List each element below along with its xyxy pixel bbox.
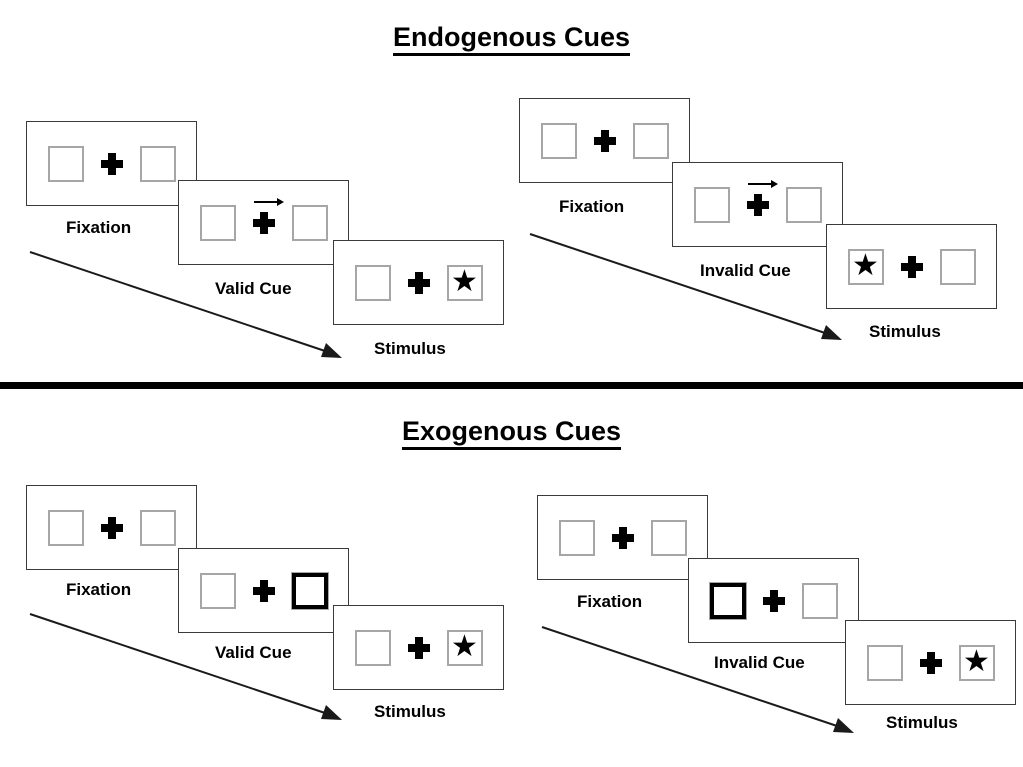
stimulus-box-left: [199, 204, 236, 241]
right-arrow-cue-icon: [747, 179, 778, 188]
stimulus-box-right-cued: [291, 572, 328, 609]
stimulus-box-right-target: ★: [446, 629, 483, 666]
section-divider: [0, 382, 1023, 389]
caption-exogenous-invalid-fixation: Fixation: [577, 592, 643, 611]
timeline-arrow-icon-endogenous-invalid: [529, 233, 842, 340]
caption-endogenous-invalid-cue: Invalid Cue: [700, 261, 791, 280]
caption-endogenous-invalid-stimulus: Stimulus: [869, 322, 941, 341]
cue-center-group: [746, 179, 778, 216]
star-icon: ★: [451, 264, 478, 298]
frame-exogenous-invalid-cue: [688, 558, 859, 643]
stimulus-box-right: [650, 519, 687, 556]
stimulus-box-right: [139, 509, 176, 546]
stimulus-box-left-cued: [709, 582, 746, 619]
stimulus-box-left: [540, 122, 577, 159]
frame-exogenous-invalid-stimulus: ★: [845, 620, 1016, 705]
fixation-cross-icon: [919, 651, 942, 674]
stimulus-box-left: [47, 509, 84, 546]
stimulus-box-right-target: ★: [958, 644, 995, 681]
stimulus-box-left: [354, 264, 391, 301]
caption-endogenous-invalid-fixation: Fixation: [559, 197, 625, 216]
stimulus-box-right-target: ★: [446, 264, 483, 301]
section-title-endogenous: Endogenous Cues: [0, 22, 1023, 56]
frame-endogenous-invalid-stimulus: ★: [826, 224, 997, 309]
fixation-cross-icon: [100, 516, 123, 539]
caption-endogenous-valid-stimulus: Stimulus: [374, 339, 446, 358]
timeline-arrow-icon-endogenous-valid: [29, 251, 342, 358]
section-title-exogenous-text: Exogenous Cues: [401, 416, 622, 450]
star-icon: ★: [963, 644, 990, 678]
fixation-cross-icon: [252, 211, 275, 234]
frame-endogenous-valid-fixation: [26, 121, 197, 206]
fixation-cross-icon: [407, 271, 430, 294]
star-icon: ★: [852, 248, 879, 282]
fixation-cross-icon: [746, 193, 769, 216]
caption-endogenous-valid-fixation: Fixation: [66, 218, 132, 237]
fixation-cross-icon: [407, 636, 430, 659]
caption-exogenous-invalid-stimulus: Stimulus: [886, 713, 958, 732]
fixation-cross-icon: [252, 579, 275, 602]
caption-exogenous-valid-stimulus: Stimulus: [374, 702, 446, 721]
caption-exogenous-valid-fixation: Fixation: [66, 580, 132, 599]
caption-endogenous-valid-cue: Valid Cue: [215, 279, 292, 298]
cue-center-group: [252, 197, 284, 234]
fixation-cross-icon: [611, 526, 634, 549]
caption-exogenous-valid-cue: Valid Cue: [215, 643, 292, 662]
frame-exogenous-valid-fixation: [26, 485, 197, 570]
stimulus-box-right: [139, 145, 176, 182]
stimulus-box-left: [354, 629, 391, 666]
frame-endogenous-valid-stimulus: ★: [333, 240, 504, 325]
stimulus-box-left: [47, 145, 84, 182]
star-icon: ★: [451, 629, 478, 663]
stimulus-box-left: [199, 572, 236, 609]
stimulus-box-left: [866, 644, 903, 681]
frame-endogenous-invalid-cue: [672, 162, 843, 247]
section-title-endogenous-text: Endogenous Cues: [392, 22, 630, 56]
fixation-cross-icon: [762, 589, 785, 612]
stimulus-box-left-target: ★: [847, 248, 884, 285]
fixation-cross-icon: [593, 129, 616, 152]
fixation-cross-icon: [100, 152, 123, 175]
stimulus-box-right: [801, 582, 838, 619]
timeline-arrow-icon-exogenous-valid: [29, 613, 342, 720]
stimulus-box-right: [291, 204, 328, 241]
right-arrow-cue-icon: [253, 197, 284, 206]
caption-exogenous-invalid-cue: Invalid Cue: [714, 653, 805, 672]
frame-exogenous-invalid-fixation: [537, 495, 708, 580]
frame-exogenous-valid-cue: [178, 548, 349, 633]
stimulus-box-right: [939, 248, 976, 285]
stimulus-box-left: [693, 186, 730, 223]
timeline-arrow-icon-exogenous-invalid: [541, 626, 854, 733]
stimulus-box-left: [558, 519, 595, 556]
frame-endogenous-invalid-fixation: [519, 98, 690, 183]
section-title-exogenous: Exogenous Cues: [0, 416, 1023, 450]
stimulus-box-right: [632, 122, 669, 159]
frame-exogenous-valid-stimulus: ★: [333, 605, 504, 690]
stimulus-box-right: [785, 186, 822, 223]
frame-endogenous-valid-cue: [178, 180, 349, 265]
fixation-cross-icon: [900, 255, 923, 278]
